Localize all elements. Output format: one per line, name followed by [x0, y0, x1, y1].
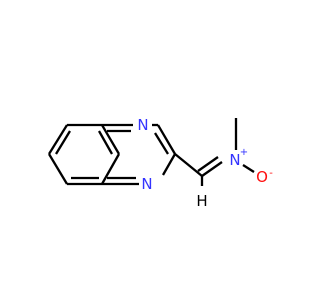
- bond-pyrazine-right-lower: [162, 153, 176, 176]
- bond-benzene-2: [48, 124, 68, 155]
- bond-pyrazine-right-inner: [154, 132, 169, 155]
- molecule-structure: N N N + O - H: [48, 116, 273, 210]
- bond-benzene-3: [48, 153, 68, 185]
- atom-h-methine: H: [196, 192, 207, 210]
- bond-methine-to-n-2: [197, 156, 219, 172]
- bond-benzene-inner-3: [97, 130, 114, 155]
- bond-benzene-6: [101, 124, 120, 155]
- atom-n-ring-top: N: [137, 116, 148, 134]
- atom-o-oxide: O: [256, 168, 268, 186]
- atom-labels: N N N + O - H: [137, 116, 273, 210]
- bond-benzene-5: [100, 153, 121, 185]
- bond-n-to-oxygen: [242, 164, 255, 173]
- molecule-canvas: N N N + O - H: [48, 116, 273, 210]
- bond-methine-to-n-1: [201, 161, 223, 177]
- atom-n-nitrone-charge: +: [240, 147, 248, 158]
- atom-n-nitrone: N: [229, 151, 240, 169]
- bond-benzene-inner-1: [55, 130, 71, 155]
- bond-ring-to-methine: [174, 153, 203, 177]
- bonds: [48, 118, 255, 186]
- bond-pyrazine-right-upper: [157, 124, 176, 155]
- atom-o-oxide-charge: -: [269, 168, 273, 179]
- atom-n-ring-bottom: N: [141, 175, 152, 193]
